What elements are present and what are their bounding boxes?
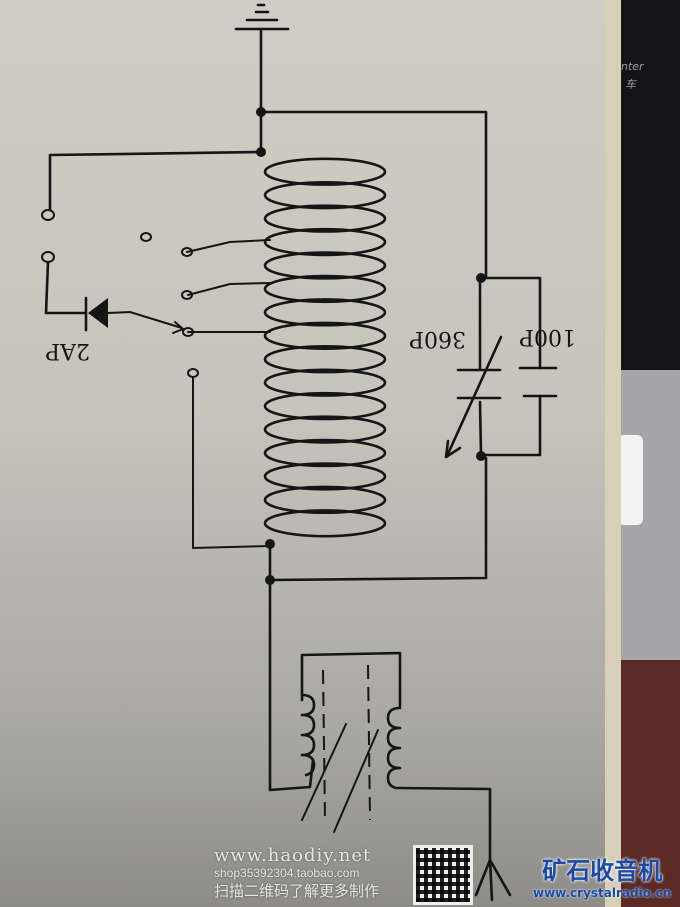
switch-contact — [182, 327, 194, 337]
coil-inductor — [263, 157, 387, 538]
desk-background: nter 车 — [621, 0, 680, 907]
coil-turn — [263, 438, 387, 468]
brand-url: www.crystalradio.cn — [533, 886, 672, 900]
coil-turn — [263, 345, 387, 374]
arrowhead — [444, 439, 462, 459]
switch-contact — [140, 232, 152, 242]
brand-logo: 矿石收音机 www.crystalradio.cn — [533, 851, 671, 900]
coil-turn — [263, 274, 387, 304]
tuning-arrow — [301, 723, 347, 821]
key-label: 车 — [625, 78, 636, 91]
winding-icon — [386, 706, 402, 790]
coil-turn — [263, 298, 387, 327]
coil-turn — [263, 321, 387, 350]
keyboard — [621, 0, 680, 370]
paper-edge — [605, 0, 621, 907]
brand-name: 矿石收音机 — [542, 857, 663, 885]
switch-contact — [181, 290, 193, 300]
tap-wire — [186, 239, 271, 253]
wire — [300, 651, 402, 708]
coil-turn — [263, 157, 387, 186]
core-line — [367, 664, 371, 821]
red-object — [621, 660, 680, 907]
winding-icon — [300, 693, 316, 777]
coil-turn — [263, 180, 387, 210]
coil-turn — [263, 415, 387, 444]
switch-contact — [181, 247, 193, 257]
qr-code-icon — [413, 845, 473, 905]
watermark-shop: shop35392304.taobao.com — [214, 866, 360, 880]
sticker — [621, 435, 643, 525]
switch-contact — [187, 368, 199, 378]
coil-turn — [263, 204, 387, 233]
wire — [259, 110, 488, 280]
wire — [48, 150, 263, 212]
watermark: www.haodiy.net shop35392304.taobao.com 扫… — [214, 845, 379, 901]
wire — [478, 394, 542, 457]
ground-icon — [234, 3, 290, 31]
junction — [476, 451, 486, 461]
coil-turn — [263, 368, 387, 397]
tap-wire — [187, 282, 271, 296]
coil-turn — [263, 251, 387, 280]
watermark-site: www.haodiy.net — [214, 845, 372, 866]
coil-turn — [263, 462, 387, 491]
wire — [192, 376, 271, 550]
wire — [479, 276, 542, 370]
wiper-arrow — [107, 310, 183, 329]
wire — [44, 260, 87, 315]
earphone-terminal — [41, 209, 55, 221]
core-line — [322, 669, 326, 821]
wire — [268, 456, 488, 582]
wire — [396, 786, 492, 862]
variable-arrow — [445, 335, 503, 458]
antenna-icon — [474, 858, 512, 902]
earphone-terminal — [41, 251, 55, 263]
coil-turn — [263, 227, 387, 257]
vcap-label: 360P — [409, 326, 466, 351]
coil-turn — [263, 509, 387, 538]
coil-turn — [263, 391, 387, 421]
tuning-arrow — [333, 729, 379, 833]
coil-turn — [263, 485, 387, 515]
diode-icon — [84, 296, 108, 332]
diode-label: 2AP — [45, 338, 90, 363]
arrowhead — [172, 321, 185, 334]
key-label: nter — [621, 60, 644, 73]
watermark-caption: 扫描二维码了解更多制作 — [214, 882, 380, 900]
cap-label: 100P — [519, 324, 576, 349]
